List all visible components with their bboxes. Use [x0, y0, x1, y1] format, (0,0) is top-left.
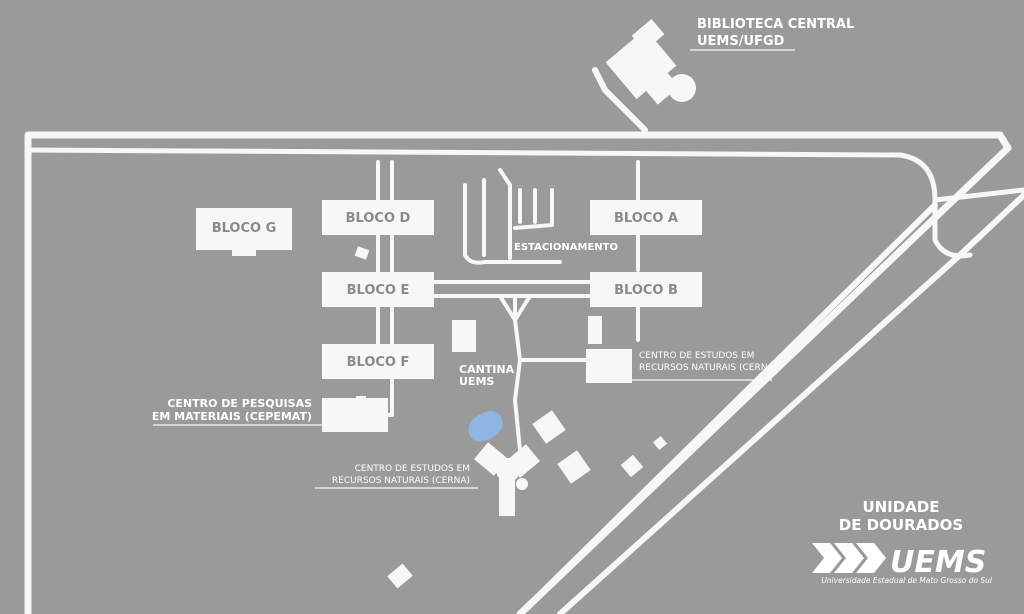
bloco-b[interactable]: BLOCO B [590, 272, 702, 307]
estacionamento-label: ESTACIONAMENTO [514, 242, 618, 253]
cantina-label-line2: UEMS [459, 375, 494, 388]
bloco-f[interactable]: BLOCO F [322, 344, 434, 379]
parking-lanes [463, 168, 562, 265]
road-ea-corridor [428, 280, 597, 298]
unit-title-line1: UNIDADE [862, 498, 939, 516]
bloco-b-label: BLOCO B [614, 283, 678, 298]
biblioteca-label-line2: UEMS/UFGD [697, 34, 785, 49]
cepemat-label-line1: CENTRO DE PESQUISAS [167, 397, 312, 410]
small-building-d [354, 246, 370, 260]
building-cluster-5 [387, 563, 413, 589]
road-df-vertical [376, 233, 394, 417]
uems-logo: UEMS Universidade Estadual de Mato Gross… [812, 543, 993, 585]
cerna-right-label-line1: CENTRO DE ESTUDOS EM [639, 351, 754, 361]
cepemat-annex [356, 396, 366, 402]
library-access-road [592, 67, 648, 133]
perimeter-road-outer [24, 131, 1012, 614]
cantina-building[interactable] [452, 320, 476, 352]
biblioteca-central[interactable] [605, 18, 696, 105]
building-cluster-1 [532, 410, 566, 444]
uems-logo-text: UEMS [890, 545, 986, 580]
cerna-right-label-line2: RECURSOS NATURAIS (CERNA) [639, 363, 777, 373]
label-leaders [153, 49, 795, 489]
diagonal-road [517, 202, 938, 614]
diagonal-road-east [557, 192, 1024, 614]
road-bloco-d-north [376, 160, 394, 202]
cerna-bottom-label-line2: RECURSOS NATURAIS (CERNA) [332, 476, 470, 486]
branding: UNIDADE DE DOURADOS UEMS Universidade Es… [812, 498, 993, 585]
building-cluster-2 [557, 450, 591, 484]
bloco-d-label: BLOCO D [346, 211, 411, 226]
road-central [498, 294, 592, 452]
bloco-e-label: BLOCO E [347, 283, 410, 298]
uems-logo-chevrons [812, 543, 886, 573]
bloco-g-label: BLOCO G [212, 221, 277, 236]
small-building-b [588, 316, 602, 344]
bloco-a[interactable]: BLOCO A [590, 200, 702, 235]
road-network [24, 67, 1024, 614]
cerna-building-bottom[interactable] [473, 442, 541, 516]
bloco-e[interactable]: BLOCO E [322, 272, 434, 307]
bloco-a-label: BLOCO A [614, 211, 678, 226]
bloco-f-label: BLOCO F [347, 355, 410, 370]
bloco-g[interactable]: BLOCO G [196, 208, 292, 256]
cantina-label-line1: CANTINA [459, 363, 515, 376]
biblioteca-label-line1: BIBLIOTECA CENTRAL [697, 17, 854, 32]
building-cluster-4 [652, 435, 668, 451]
cerna-bottom-label-line1: CENTRO DE ESTUDOS EM [355, 464, 470, 474]
buildings: BLOCO G BLOCO D BLOCO A BLOCO E BLOCO B … [196, 18, 702, 589]
uems-logo-subtitle: Universidade Estadual de Mato Grosso do … [821, 576, 993, 585]
building-cluster-3 [620, 454, 644, 478]
bloco-d[interactable]: BLOCO D [322, 200, 434, 235]
map-labels: ESTACIONAMENTO CANTINA UEMS BIBLIOTECA C… [152, 17, 854, 486]
cerna-building-right[interactable] [586, 349, 632, 383]
perimeter-road-inner [25, 147, 1024, 259]
cepemat-building[interactable] [322, 398, 388, 432]
cepemat-label-line2: EM MATERIAIS (CEPEMAT) [152, 410, 312, 423]
unit-title-line2: DE DOURADOS [839, 516, 963, 534]
lake [468, 411, 503, 442]
